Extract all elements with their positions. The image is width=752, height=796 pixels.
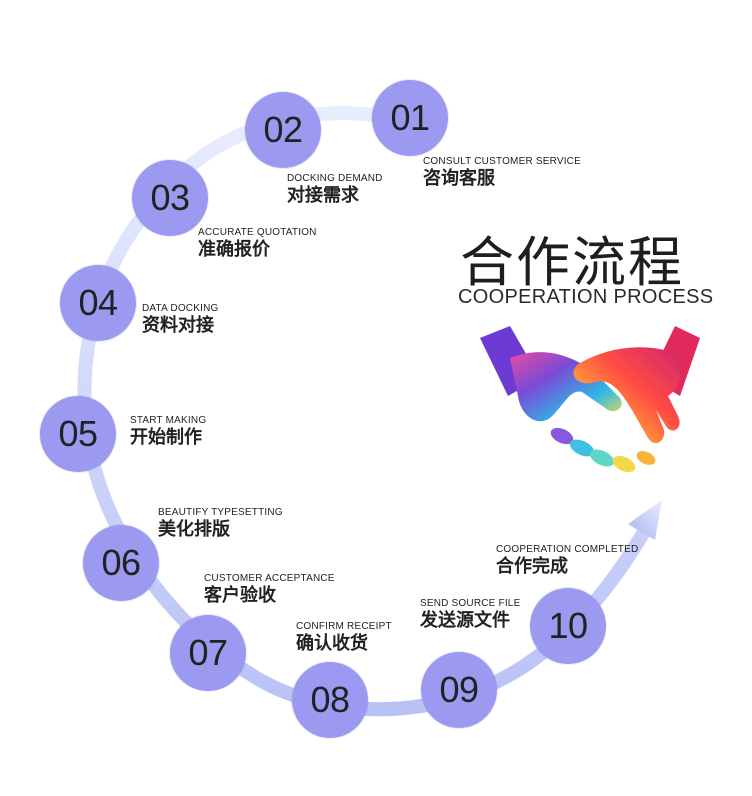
step-06-badge: 06 <box>83 525 159 601</box>
step-06-english: BEAUTIFY TYPESETTING <box>158 507 283 518</box>
step-06-chinese: 美化排版 <box>158 519 230 540</box>
step-04-chinese: 资料对接 <box>142 315 214 336</box>
step-08-badge: 08 <box>292 662 368 738</box>
step-01-badge: 01 <box>372 80 448 156</box>
step-08-english: CONFIRM RECEIPT <box>296 621 392 632</box>
step-03-english: ACCURATE QUOTATION <box>198 227 317 238</box>
title-chinese: 合作流程 <box>460 231 684 294</box>
step-05-chinese: 开始制作 <box>130 427 202 448</box>
title-english: COOPERATION PROCESS <box>458 286 714 308</box>
step-02-english: DOCKING DEMAND <box>287 173 383 184</box>
step-03-chinese: 准确报价 <box>198 239 270 260</box>
step-03-badge: 03 <box>132 160 208 236</box>
step-08-chinese: 确认收货 <box>296 633 368 654</box>
arrow-head-icon <box>628 500 662 540</box>
step-04-badge: 04 <box>60 265 136 341</box>
step-10-chinese: 合作完成 <box>496 556 568 577</box>
step-02-badge: 02 <box>245 92 321 168</box>
step-05-english: START MAKING <box>130 415 207 426</box>
step-07-badge: 07 <box>170 615 246 691</box>
step-10-badge: 10 <box>530 588 606 664</box>
step-09-english: SEND SOURCE FILE <box>420 598 521 609</box>
step-02-chinese: 对接需求 <box>287 185 359 206</box>
step-05-badge: 05 <box>40 396 116 472</box>
step-04-english: DATA DOCKING <box>142 303 219 314</box>
step-07-english: CUSTOMER ACCEPTANCE <box>204 573 335 584</box>
step-09-badge: 09 <box>421 652 497 728</box>
step-09-chinese: 发送源文件 <box>420 610 510 631</box>
handshake-icon <box>480 326 700 473</box>
step-07-chinese: 客户验收 <box>204 585 276 606</box>
step-01-chinese: 咨询客服 <box>423 168 495 189</box>
step-10-english: COOPERATION COMPLETED <box>496 544 639 555</box>
step-01-english: CONSULT CUSTOMER SERVICE <box>423 156 581 167</box>
